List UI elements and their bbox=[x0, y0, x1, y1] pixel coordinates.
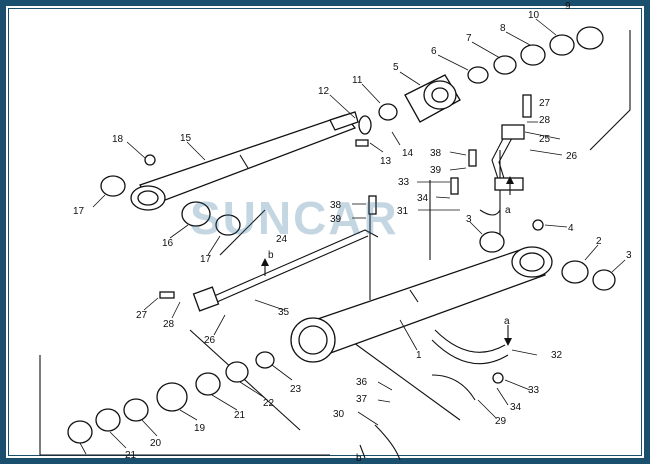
callout: 27 bbox=[136, 310, 148, 321]
callout: 17 bbox=[73, 206, 85, 217]
callout: 9 bbox=[565, 1, 571, 12]
callout: 11 bbox=[352, 75, 363, 86]
callout: 21 bbox=[234, 410, 246, 421]
direction-arrows bbox=[261, 176, 514, 459]
leader-lines bbox=[79, 18, 626, 455]
callout: 33 bbox=[528, 385, 540, 396]
callout: 28 bbox=[539, 115, 551, 126]
callout: 8 bbox=[500, 23, 506, 34]
callout: 39 bbox=[430, 165, 442, 176]
callout: 3 bbox=[466, 214, 472, 225]
callout: 15 bbox=[180, 133, 192, 144]
callout: 2 bbox=[596, 236, 602, 247]
callout: 38 bbox=[330, 200, 342, 211]
callout: 34 bbox=[510, 402, 522, 413]
callout: 16 bbox=[162, 238, 174, 249]
guide-lines bbox=[39, 30, 631, 456]
callout: 6 bbox=[431, 46, 437, 57]
piston-rod bbox=[130, 111, 359, 211]
callout: 29 bbox=[495, 416, 507, 427]
callout: 38 bbox=[430, 148, 442, 159]
seal-rings bbox=[67, 26, 616, 444]
callout-labels: 1 2 3 3 4 5 6 7 8 9 10 11 12 13 14 15 16… bbox=[73, 1, 632, 461]
callout: 25 bbox=[539, 134, 551, 145]
callout: 7 bbox=[466, 33, 472, 44]
callout: 17 bbox=[200, 254, 212, 265]
callout: 24 bbox=[276, 234, 288, 245]
callout: 30 bbox=[333, 409, 345, 420]
callout: 35 bbox=[278, 307, 290, 318]
callout: 26 bbox=[204, 335, 216, 346]
arrow-tag-a-lower: a bbox=[504, 316, 510, 327]
arrow-tags: a a b b bbox=[268, 205, 511, 464]
callout: 4 bbox=[568, 223, 574, 234]
arrow-tag-a-upper: a bbox=[505, 205, 511, 216]
callout: 28 bbox=[163, 319, 175, 330]
callout: 10 bbox=[528, 10, 540, 21]
arrow-tag-b-upper: b bbox=[268, 250, 274, 261]
callout: 18 bbox=[112, 134, 124, 145]
callout: 31 bbox=[397, 206, 409, 217]
callout: 3 bbox=[626, 250, 632, 261]
bolts bbox=[144, 94, 544, 384]
callout: 23 bbox=[290, 384, 302, 395]
callout: 14 bbox=[402, 148, 414, 159]
callout: 27 bbox=[539, 98, 551, 109]
hydraulic-pipe bbox=[192, 229, 379, 312]
callout: 20 bbox=[150, 438, 162, 449]
cylinder-head bbox=[404, 74, 461, 123]
callout: 34 bbox=[417, 193, 429, 204]
callout: 12 bbox=[318, 86, 330, 97]
callout: 13 bbox=[380, 156, 392, 167]
cylinder-tube bbox=[290, 246, 553, 363]
clamps bbox=[374, 209, 509, 461]
callout: 5 bbox=[393, 62, 399, 73]
callout: 33 bbox=[398, 177, 410, 188]
callout: 37 bbox=[356, 394, 368, 405]
callout: 26 bbox=[566, 151, 578, 162]
callout: 1 bbox=[416, 350, 422, 361]
callout: 21 bbox=[125, 450, 137, 461]
callout: 39 bbox=[330, 214, 342, 225]
callout: 36 bbox=[356, 377, 368, 388]
callout: 19 bbox=[194, 423, 206, 434]
callout: 32 bbox=[551, 350, 563, 361]
callout: 22 bbox=[263, 398, 275, 409]
watermark-text: SUNCAR bbox=[190, 192, 399, 244]
arrow-tag-b-lower: b bbox=[356, 453, 362, 464]
